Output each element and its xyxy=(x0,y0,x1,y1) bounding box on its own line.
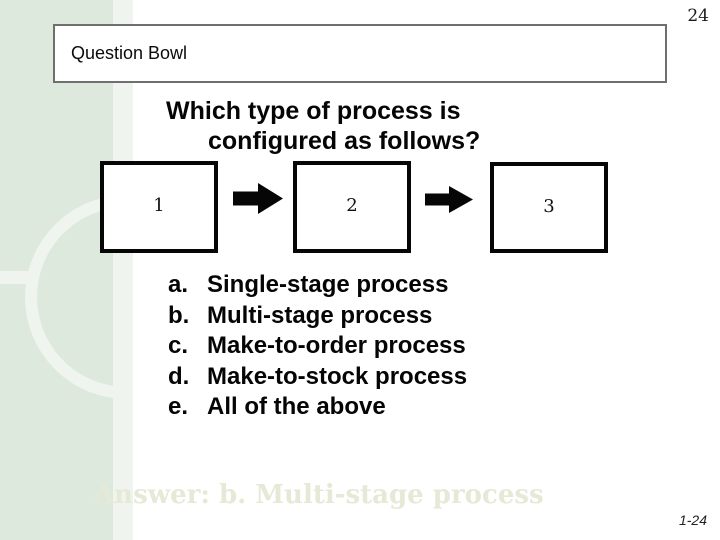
right-arrow-icon xyxy=(233,183,283,219)
slide-number: 24 xyxy=(687,6,709,26)
option-text: Make-to-order process xyxy=(207,332,466,359)
ring-stem-ornament xyxy=(0,271,32,284)
question-line-1: Which type of process is xyxy=(166,97,461,125)
right-arrow-icon xyxy=(425,186,473,218)
title-box: Question Bowl xyxy=(53,24,667,83)
option-letter: c. xyxy=(168,332,189,359)
answer-options-list: a. Single-stage process b. Multi-stage p… xyxy=(168,270,467,423)
option-letter: b. xyxy=(168,301,190,329)
stage-number: 1 xyxy=(153,195,165,216)
stage-number: 3 xyxy=(543,196,555,217)
title-box-label: Question Bowl xyxy=(71,43,188,63)
option-text: Single-stage process xyxy=(207,271,449,298)
option-c: c. Make-to-order process xyxy=(168,331,467,362)
footer-page-number: 1-24 xyxy=(678,512,707,528)
option-text: Multi-stage process xyxy=(207,301,433,329)
option-d: d. Make-to-stock process xyxy=(168,362,467,393)
process-stage-box-2: 2 xyxy=(293,161,411,253)
question-heading: Which type of process is configured as f… xyxy=(166,96,480,156)
option-text: Make-to-stock process xyxy=(207,362,468,390)
option-text: All of the above xyxy=(207,393,386,420)
option-e: e. All of the above xyxy=(168,392,467,423)
process-stage-box-1: 1 xyxy=(100,161,218,253)
stage-number: 2 xyxy=(346,195,358,216)
option-a: a. Single-stage process xyxy=(168,270,467,301)
option-letter: a. xyxy=(168,271,189,298)
question-line-2: configured as follows? xyxy=(208,127,481,155)
option-b: b. Multi-stage process xyxy=(168,301,467,332)
option-letter: d. xyxy=(168,362,190,390)
hidden-answer-text: Answer: b. Multi-stage process xyxy=(94,480,544,510)
option-letter: e. xyxy=(168,393,189,420)
process-stage-box-3: 3 xyxy=(490,162,608,253)
